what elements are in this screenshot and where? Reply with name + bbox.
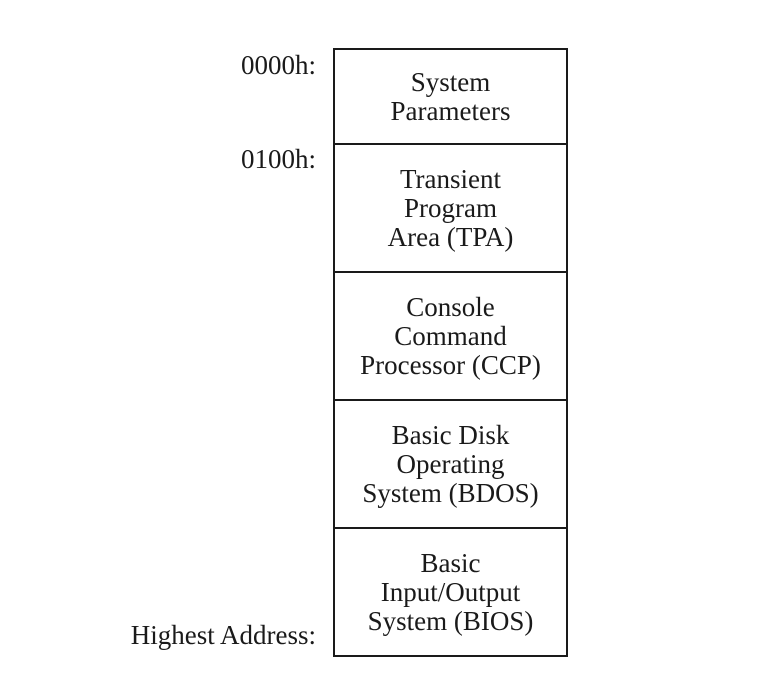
block-label: Console Command Processor (CCP) bbox=[360, 291, 541, 380]
address-label-start: 0000h: bbox=[240, 50, 316, 80]
block-label: Basic Disk Operating System (BDOS) bbox=[362, 419, 539, 508]
address-label-highest: Highest Address: bbox=[130, 620, 316, 650]
block-label: Basic Input/Output System (BIOS) bbox=[367, 547, 534, 636]
address-label-tpa-start: 0100h: bbox=[240, 144, 316, 174]
memory-block-stack: System Parameters Transient Program Area… bbox=[333, 48, 568, 657]
block-tpa: Transient Program Area (TPA) bbox=[335, 145, 566, 273]
block-label: Transient Program Area (TPA) bbox=[387, 163, 514, 252]
block-bdos: Basic Disk Operating System (BDOS) bbox=[335, 401, 566, 529]
block-bios: Basic Input/Output System (BIOS) bbox=[335, 529, 566, 655]
block-ccp: Console Command Processor (CCP) bbox=[335, 273, 566, 401]
block-system-parameters: System Parameters bbox=[335, 50, 566, 145]
block-label: System Parameters bbox=[390, 66, 511, 126]
